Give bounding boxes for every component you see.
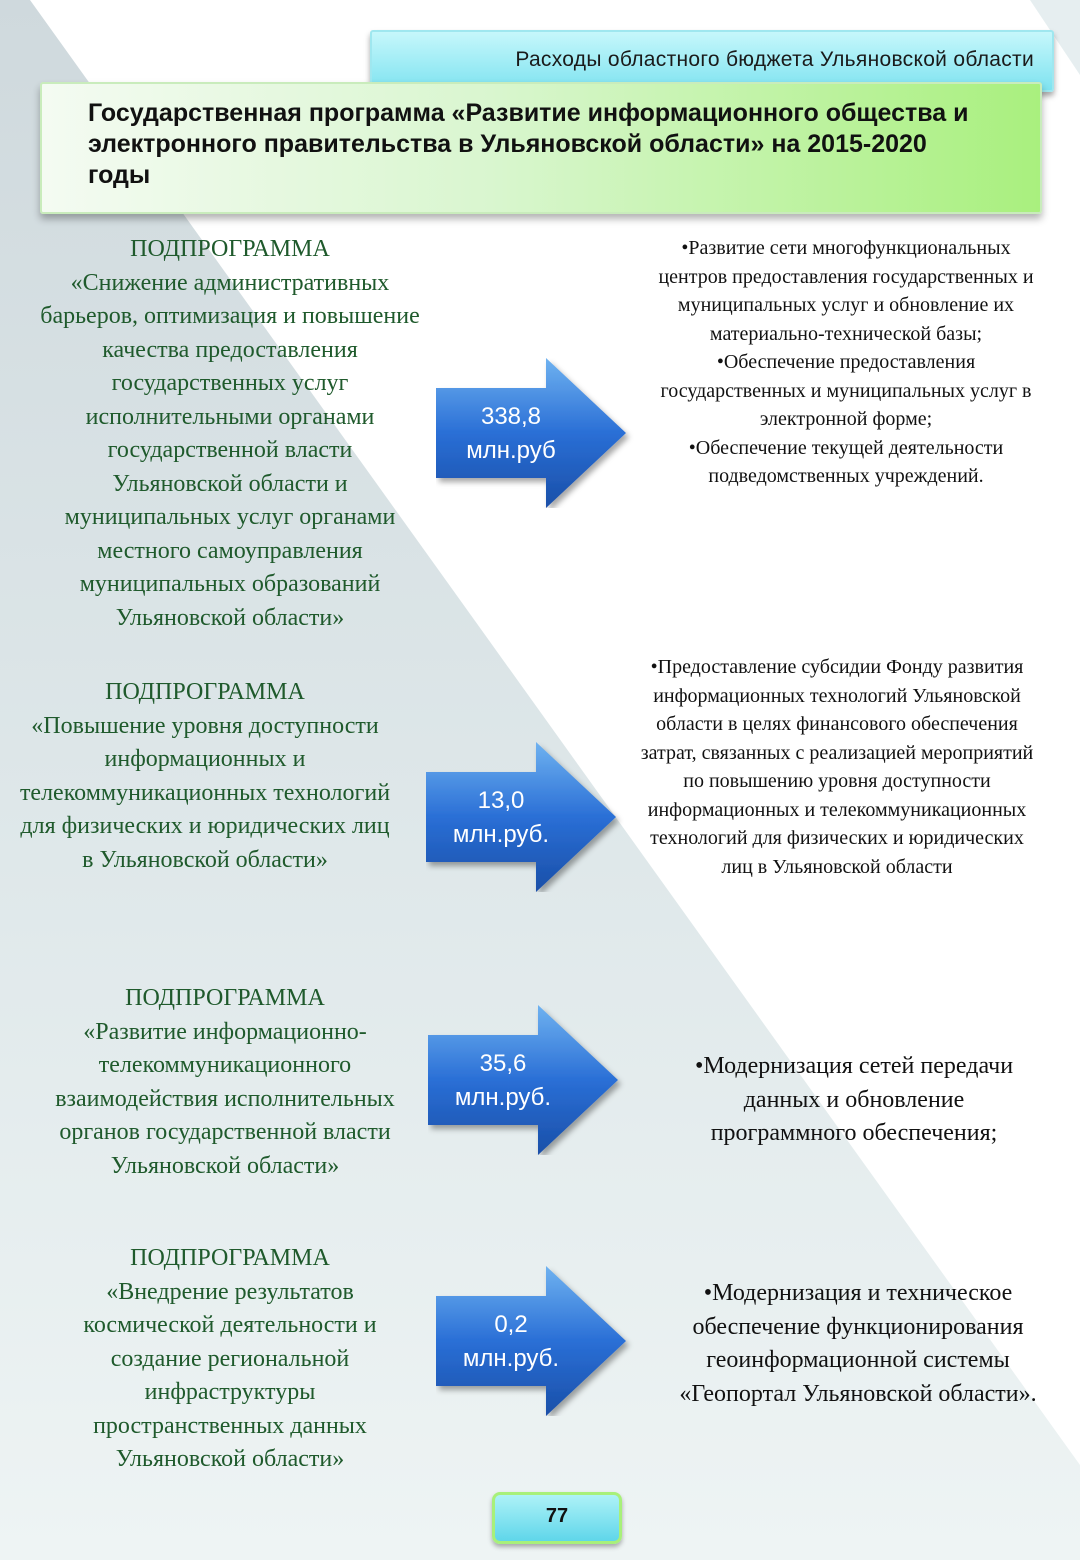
subprogram-caption: ПОДПРОГРАММА bbox=[130, 236, 330, 262]
subprogram-title: «Развитие информационно-телекоммуникацио… bbox=[55, 1018, 395, 1179]
page-number: 77 bbox=[545, 1505, 569, 1527]
amount-unit: млн.руб. bbox=[452, 821, 550, 848]
subprogram-4-amount-arrow: 0,2 млн.руб. bbox=[436, 1266, 636, 1416]
subprogram-caption: ПОДПРОГРАММА bbox=[125, 985, 325, 1011]
subprogram-title: «Повышение уровня доступности информацио… bbox=[19, 712, 391, 873]
section-header: Расходы областного бюджета Ульяновской о… bbox=[370, 30, 1054, 92]
subprogram-caption: ПОДПРОГРАММА bbox=[105, 679, 305, 705]
activity-item: •Развитие сети многофункциональных центр… bbox=[658, 237, 1034, 345]
subprogram-title: «Внедрение результатов космической деяте… bbox=[83, 1278, 377, 1473]
program-title: Государственная программа «Развитие инфо… bbox=[88, 99, 969, 189]
subprogram-caption: ПОДПРОГРАММА bbox=[130, 1245, 330, 1271]
arrow-icon bbox=[426, 742, 616, 892]
subprogram-4-name: ПОДПРОГРАММА «Внедрение результатов косм… bbox=[50, 1242, 410, 1477]
activity-item: •Обеспечение предоставления государствен… bbox=[660, 351, 1032, 430]
program-title-box: Государственная программа «Развитие инфо… bbox=[40, 82, 1042, 214]
subprogram-2-amount-arrow: 13,0 млн.руб. bbox=[426, 742, 626, 892]
amount-value: 35,6 bbox=[479, 1050, 527, 1077]
activity-item: •Модернизация сетей передачи данных и об… bbox=[694, 1053, 1014, 1146]
page-number-badge: 77 bbox=[492, 1492, 622, 1544]
subprogram-1-name: ПОДПРОГРАММА «Снижение административных … bbox=[40, 233, 420, 635]
subprogram-2-activities: •Предоставление субсидии Фонду развития … bbox=[640, 653, 1034, 881]
amount-value: 338,8 bbox=[480, 403, 542, 430]
subprogram-1-activities: •Развитие сети многофункциональных центр… bbox=[652, 234, 1040, 491]
subprogram-4-activities: •Модернизация и техническое обеспечение … bbox=[676, 1277, 1040, 1411]
amount-unit: млн.руб bbox=[466, 437, 556, 464]
subprogram-3-amount-arrow: 35,6 млн.руб. bbox=[428, 1005, 628, 1155]
amount-value: 0,2 bbox=[494, 1311, 528, 1338]
amount-unit: млн.руб. bbox=[462, 1345, 560, 1372]
activity-item: •Модернизация и техническое обеспечение … bbox=[679, 1280, 1037, 1407]
subprogram-3-activities: •Модернизация сетей передачи данных и об… bbox=[668, 1050, 1040, 1151]
section-title: Расходы областного бюджета Ульяновской о… bbox=[515, 48, 1034, 71]
activity-item: •Обеспечение текущей деятельности подвед… bbox=[688, 436, 1004, 488]
arrow-icon bbox=[436, 1266, 626, 1416]
amount-value: 13,0 bbox=[477, 787, 525, 814]
subprogram-2-name: ПОДПРОГРАММА «Повышение уровня доступнос… bbox=[18, 676, 392, 877]
subprogram-title: «Снижение административных барьеров, опт… bbox=[40, 269, 420, 631]
subprogram-3-name: ПОДПРОГРАММА «Развитие информационно-тел… bbox=[36, 982, 414, 1183]
arrow-icon bbox=[428, 1005, 618, 1155]
subprogram-1-amount-arrow: 338,8 млн.руб bbox=[436, 358, 636, 508]
amount-unit: млн.руб. bbox=[454, 1084, 552, 1111]
arrow-icon bbox=[436, 358, 626, 508]
activity-item: •Предоставление субсидии Фонду развития … bbox=[640, 656, 1034, 878]
